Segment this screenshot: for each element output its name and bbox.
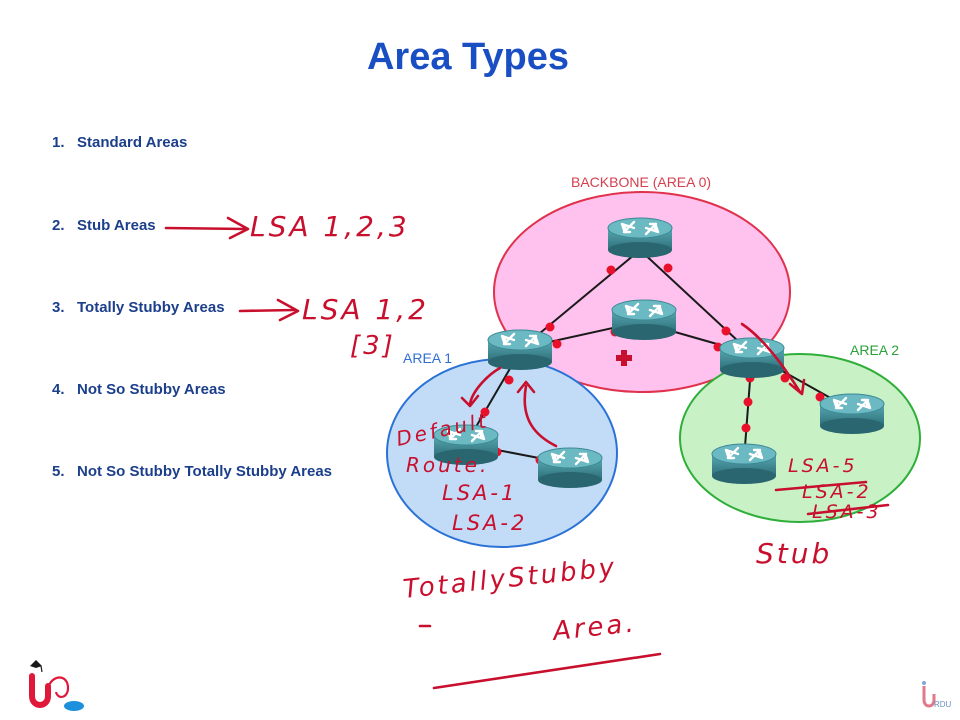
arrow-area2-lsa — [740, 322, 806, 396]
annotation-area2-lsa3: LSA-3 — [812, 501, 882, 523]
annotation-totally-stubby-lsa: LSA 1,2 — [302, 293, 429, 326]
list-item-number: 3. — [52, 299, 65, 316]
list-item-label: Standard Areas — [77, 134, 188, 151]
brand-mini-logo-text: RDU — [934, 700, 952, 709]
link-top-left — [521, 249, 641, 349]
annotation-area1-lsa1: LSA-1 — [442, 481, 517, 505]
annotation-area-word: Area. — [550, 608, 638, 647]
underline-stroke — [432, 652, 662, 690]
router-area2-bottom — [710, 442, 778, 486]
router-area1-right — [536, 446, 604, 490]
list-item-totally-stubby-areas: 3. Totally Stubby Areas — [52, 299, 225, 316]
list-item-label: Not So Stubby Areas — [77, 381, 226, 398]
annotation-totally-stubby-word: TotallyStubby — [402, 553, 619, 605]
arrow-stub-annotation — [164, 216, 250, 240]
arrow-default-route-up — [516, 380, 558, 448]
plus-icon — [616, 350, 632, 366]
page-title: Area Types — [366, 36, 570, 78]
annotation-area1-lsa2: LSA-2 — [452, 511, 527, 535]
brand-mini-logo-icon — [922, 681, 936, 708]
list-item-nssa: 4. Not So Stubby Areas — [52, 381, 226, 398]
router-abr-area2 — [718, 336, 786, 380]
annotation-bracket-3: [3] — [350, 331, 396, 361]
area-backbone — [493, 191, 791, 393]
list-item-label: Stub Areas — [77, 217, 156, 234]
router-backbone-center — [610, 298, 678, 342]
brand-logo-icon — [29, 660, 84, 711]
area2-label: AREA 2 — [850, 342, 899, 358]
backbone-label: BACKBONE (AREA 0) — [571, 174, 711, 190]
list-item-number: 4. — [52, 381, 65, 398]
router-area2-right — [818, 392, 886, 436]
router-abr-area1 — [486, 328, 554, 372]
strike-lsa3 — [806, 503, 890, 516]
list-item-totally-nssa: 5. Not So Stubby Totally Stubby Areas — [52, 463, 332, 480]
arrow-totally-stubby-annotation — [238, 298, 300, 322]
link-top-right — [639, 249, 753, 355]
annotation-stub-word: Stub — [756, 537, 832, 570]
list-item-number: 1. — [52, 134, 65, 151]
annotation-stub-lsa: LSA 1,2,3 — [250, 210, 410, 243]
list-item-label: Totally Stubby Areas — [77, 299, 225, 316]
list-item-number: 2. — [52, 217, 65, 234]
area1-label: AREA 1 — [403, 350, 452, 366]
annotation-route: Route. — [406, 453, 489, 477]
list-item-number: 5. — [52, 463, 65, 480]
annotation-area2-lsa5: LSA-5 — [788, 455, 858, 477]
list-item-label: Not So Stubby Totally Stubby Areas — [77, 463, 333, 480]
strike-lsa2 — [774, 480, 868, 492]
area-2 — [679, 353, 921, 523]
arrow-default-route-down — [460, 366, 502, 408]
list-item-stub-areas: 2. Stub Areas — [52, 217, 156, 234]
router-backbone-top — [606, 216, 674, 260]
list-item-standard-areas: 1. Standard Areas — [52, 134, 187, 151]
